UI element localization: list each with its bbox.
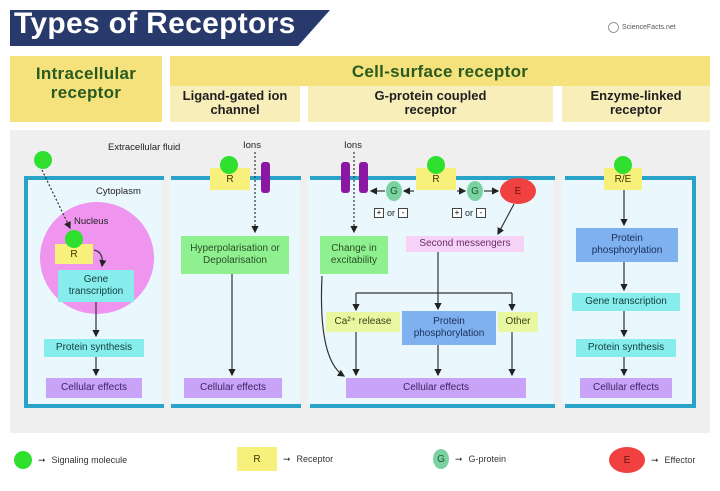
legend-label: Receptor	[296, 454, 334, 464]
arrow-icon: ➞	[651, 454, 659, 465]
modulation-left: + or -	[374, 208, 409, 218]
cellular-effects-box: Cellular effects	[580, 378, 672, 398]
header-intracellular: Intracellular receptor	[10, 56, 162, 122]
g-protein-label: G	[390, 185, 398, 197]
plus-icon: +	[452, 208, 462, 218]
g-protein-right-icon: G	[467, 181, 483, 201]
bound-ligand-icon	[220, 156, 238, 174]
page-title: Types of Receptors	[14, 7, 296, 40]
signaling-molecule-icon	[34, 151, 52, 169]
legend-receptor: R ➞ Receptor	[237, 447, 333, 471]
receptor-intracellular: R	[55, 244, 93, 264]
receptor-ligand-gated: R	[210, 168, 250, 190]
receptor-symbol: R	[253, 453, 261, 465]
effector-symbol: E	[623, 454, 631, 466]
minus-icon: -	[476, 208, 487, 218]
ion-channel-right-icon	[359, 162, 368, 193]
legend-effector: E ➞ Effector	[609, 447, 695, 473]
header-enzyme-linked-label: Enzyme-linked receptor	[590, 88, 682, 117]
protein-phosphorylation-box: Protein phosphorylation	[576, 228, 678, 262]
logo: ScienceFacts.net	[608, 22, 676, 33]
hyperpolarisation-box: Hyperpolarisation or Depolarisation	[181, 236, 289, 274]
arrow-effector-to-second	[497, 203, 515, 236]
title-banner	[10, 10, 330, 46]
modulation-right: + or -	[452, 208, 487, 218]
legend-label: Signaling molecule	[51, 455, 128, 465]
extracellular-label: Extracellular fluid	[108, 142, 181, 153]
bound-ligand-icon	[614, 156, 632, 174]
ion-channel-left-icon	[341, 162, 350, 193]
receptor-label: R	[432, 173, 440, 185]
header-cell-surface-label: Cell-surface receptor	[351, 62, 529, 81]
receptor-label: R	[70, 248, 78, 260]
ion-channel-icon	[261, 162, 270, 193]
membrane-bottom-1	[26, 404, 164, 408]
g-protein-label: G	[471, 185, 479, 197]
g-protein-symbol: G	[437, 453, 445, 465]
receptor-label: R	[226, 173, 234, 185]
other-box: Other	[498, 312, 538, 332]
logo-text: ScienceFacts.net	[622, 24, 676, 31]
receptor-icon: R	[237, 447, 277, 471]
legend-signaling-molecule: ➞ Signaling molecule	[14, 451, 127, 469]
cell-ligand-gated	[170, 178, 300, 404]
plus-icon: +	[374, 208, 384, 218]
logo-icon	[608, 22, 619, 33]
arrow-ligand-to-nucleus	[41, 169, 71, 230]
receptor-enzyme: R/E	[604, 168, 642, 190]
protein-phosphorylation-box: Protein phosphorylation	[402, 311, 496, 345]
arrow-excitability-to-effects	[320, 275, 346, 377]
arrow-receptor-to-gene	[93, 249, 107, 268]
g-protein-icon: G	[433, 449, 449, 469]
header-gpcr-label: G-protein coupled receptor	[374, 88, 487, 117]
arrow-icon: ➞	[455, 453, 463, 464]
effector-label: E	[514, 185, 522, 197]
or-label: or	[387, 208, 396, 218]
header-intracellular-label: Intracellular receptor	[35, 64, 137, 102]
legend-label: G-protein	[468, 454, 507, 464]
header-ligand-gated: Ligand-gated ion channel	[170, 86, 300, 122]
header-cell-surface: Cell-surface receptor	[170, 56, 710, 86]
signaling-molecule-icon	[14, 451, 32, 469]
membrane-top-1	[26, 176, 164, 180]
membrane-bottom-2	[171, 404, 301, 408]
ions-label-1: Ions	[243, 140, 261, 151]
membrane-bottom-4	[565, 404, 695, 408]
header-gpcr: G-protein coupled receptor	[308, 86, 553, 122]
or-label: or	[465, 208, 474, 218]
membrane-right	[692, 176, 696, 408]
header-ligand-gated-label: Ligand-gated ion channel	[182, 88, 288, 117]
cytoplasm-label: Cytoplasm	[96, 186, 141, 197]
legend-g-protein: G ➞ G-protein	[433, 449, 506, 469]
g-protein-left-icon: G	[386, 181, 402, 201]
arrow-icon: ➞	[38, 454, 46, 465]
protein-synthesis-box: Protein synthesis	[576, 339, 676, 357]
cellular-effects-box: Cellular effects	[346, 378, 526, 398]
second-messengers-box: Second messengers	[406, 236, 524, 252]
ca-release-box: Ca²⁺ release	[326, 312, 400, 332]
cellular-effects-box: Cellular effects	[184, 378, 282, 398]
ions-label-2: Ions	[344, 140, 362, 151]
arrow-icon: ➞	[283, 453, 291, 464]
minus-icon: -	[398, 208, 409, 218]
effector-icon: E	[609, 447, 645, 473]
nucleus-label: Nucleus	[74, 216, 109, 227]
receptor-gpcr: R	[416, 168, 456, 190]
membrane-bottom-3	[310, 404, 555, 408]
header-enzyme-linked: Enzyme-linked receptor	[562, 86, 710, 122]
effector-icon: E	[500, 178, 536, 204]
cellular-effects-box: Cellular effects	[46, 378, 142, 398]
legend-label: Effector	[664, 455, 696, 465]
membrane-left	[24, 176, 28, 408]
bound-ligand-icon	[65, 230, 83, 248]
bound-ligand-icon	[427, 156, 445, 174]
gene-transcription-box: Gene transcription	[572, 293, 680, 311]
protein-synthesis-box: Protein synthesis	[44, 339, 144, 357]
gene-transcription-box: Gene transcription	[58, 270, 134, 302]
receptor-label: R/E	[614, 173, 632, 185]
change-excitability-box: Change in excitability	[320, 236, 388, 274]
